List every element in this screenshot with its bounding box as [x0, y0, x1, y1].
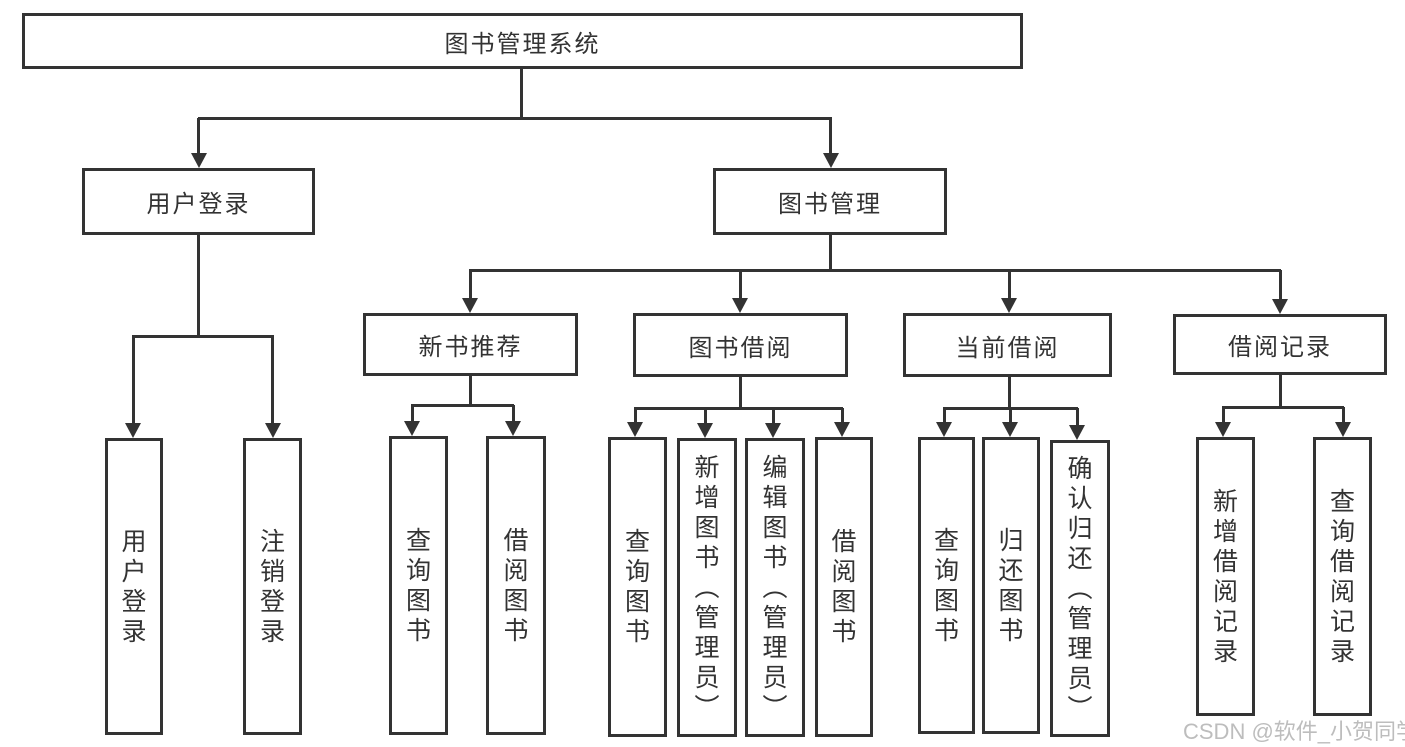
- arrow-down-icon: [404, 421, 420, 436]
- connector-line: [197, 235, 200, 337]
- node-leaf-query-books-recommend: 查询图书: [389, 436, 448, 735]
- arrow-down-icon: [765, 423, 781, 438]
- node-leaf-add-borrow-record: 新增借阅记录: [1196, 437, 1255, 716]
- connector-line: [829, 235, 832, 271]
- node-current-borrowing: 当前借阅: [903, 313, 1112, 377]
- arrow-down-icon: [1335, 422, 1351, 437]
- connector-line: [840, 408, 844, 425]
- connector-line: [411, 403, 514, 407]
- arrow-down-icon: [822, 153, 839, 168]
- node-leaf-query-books-borrowing: 查询图书: [608, 437, 667, 737]
- connector-line: [633, 408, 637, 425]
- node-leaf-logout: 注销登录: [243, 438, 302, 735]
- node-leaf-query-books-current: 查询图书: [918, 437, 975, 734]
- connector-line: [468, 376, 472, 406]
- arrow-down-icon: [1215, 422, 1231, 437]
- connector-line: [410, 405, 414, 424]
- node-leaf-edit-books-admin: 编辑图书︵管理员︶: [745, 438, 805, 737]
- connector-line: [1075, 408, 1079, 428]
- arrow-down-icon: [1002, 422, 1018, 437]
- arrow-down-icon: [936, 422, 952, 437]
- node-leaf-borrow-books-borrowing: 借阅图书: [815, 437, 873, 737]
- connector-line: [1341, 407, 1345, 425]
- node-leaf-confirm-return-admin: 确认归还︵管理员︶: [1050, 440, 1110, 737]
- node-leaf-user-login: 用户登录: [105, 438, 163, 735]
- node-root: 图书管理系统: [22, 13, 1023, 69]
- arrow-down-icon: [697, 423, 713, 438]
- connector-line: [197, 118, 200, 156]
- connector-line: [771, 408, 775, 426]
- connector-line: [1007, 270, 1011, 301]
- node-leaf-query-borrow-record: 查询借阅记录: [1313, 437, 1372, 716]
- connector-line: [829, 118, 832, 156]
- connector-line: [131, 336, 135, 426]
- connector-line: [198, 116, 832, 120]
- connector-line: [1007, 376, 1011, 410]
- arrow-down-icon: [1069, 425, 1085, 440]
- node-new-book-recommend: 新书推荐: [363, 313, 578, 376]
- connector-line: [1278, 270, 1282, 302]
- node-leaf-add-books-admin: 新增图书︵管理员︶: [677, 438, 737, 737]
- connector-line: [271, 336, 274, 426]
- connector-line: [1222, 405, 1344, 409]
- connector-line: [469, 268, 1281, 272]
- connector-line: [132, 334, 274, 338]
- connector-line: [942, 408, 946, 425]
- connector-line: [738, 376, 742, 410]
- connector-line: [1221, 407, 1225, 425]
- connector-line: [738, 270, 742, 301]
- arrow-down-icon: [627, 422, 643, 437]
- node-borrow-records: 借阅记录: [1173, 314, 1387, 375]
- connector-line: [520, 69, 523, 119]
- node-leaf-borrow-books-recommend: 借阅图书: [486, 436, 546, 735]
- arrow-down-icon: [834, 422, 850, 437]
- node-book-management: 图书管理: [713, 168, 947, 235]
- arrow-down-icon: [1272, 299, 1288, 314]
- arrow-down-icon: [1001, 298, 1017, 313]
- arrow-down-icon: [264, 423, 281, 438]
- arrow-down-icon: [732, 298, 748, 313]
- connector-line: [703, 408, 707, 426]
- connector-line: [511, 405, 515, 424]
- node-user-login: 用户登录: [82, 168, 315, 235]
- arrow-down-icon: [190, 153, 207, 168]
- node-leaf-return-books: 归还图书: [982, 437, 1040, 734]
- arrow-down-icon: [462, 298, 478, 313]
- arrow-down-icon: [125, 423, 141, 438]
- connector-line: [1008, 408, 1012, 425]
- arrow-down-icon: [505, 421, 521, 436]
- watermark: CSDN @软件_小贺同学: [1183, 719, 1405, 744]
- connector-line: [1278, 375, 1282, 409]
- connector-line: [468, 270, 472, 301]
- node-book-borrowing: 图书借阅: [633, 313, 848, 377]
